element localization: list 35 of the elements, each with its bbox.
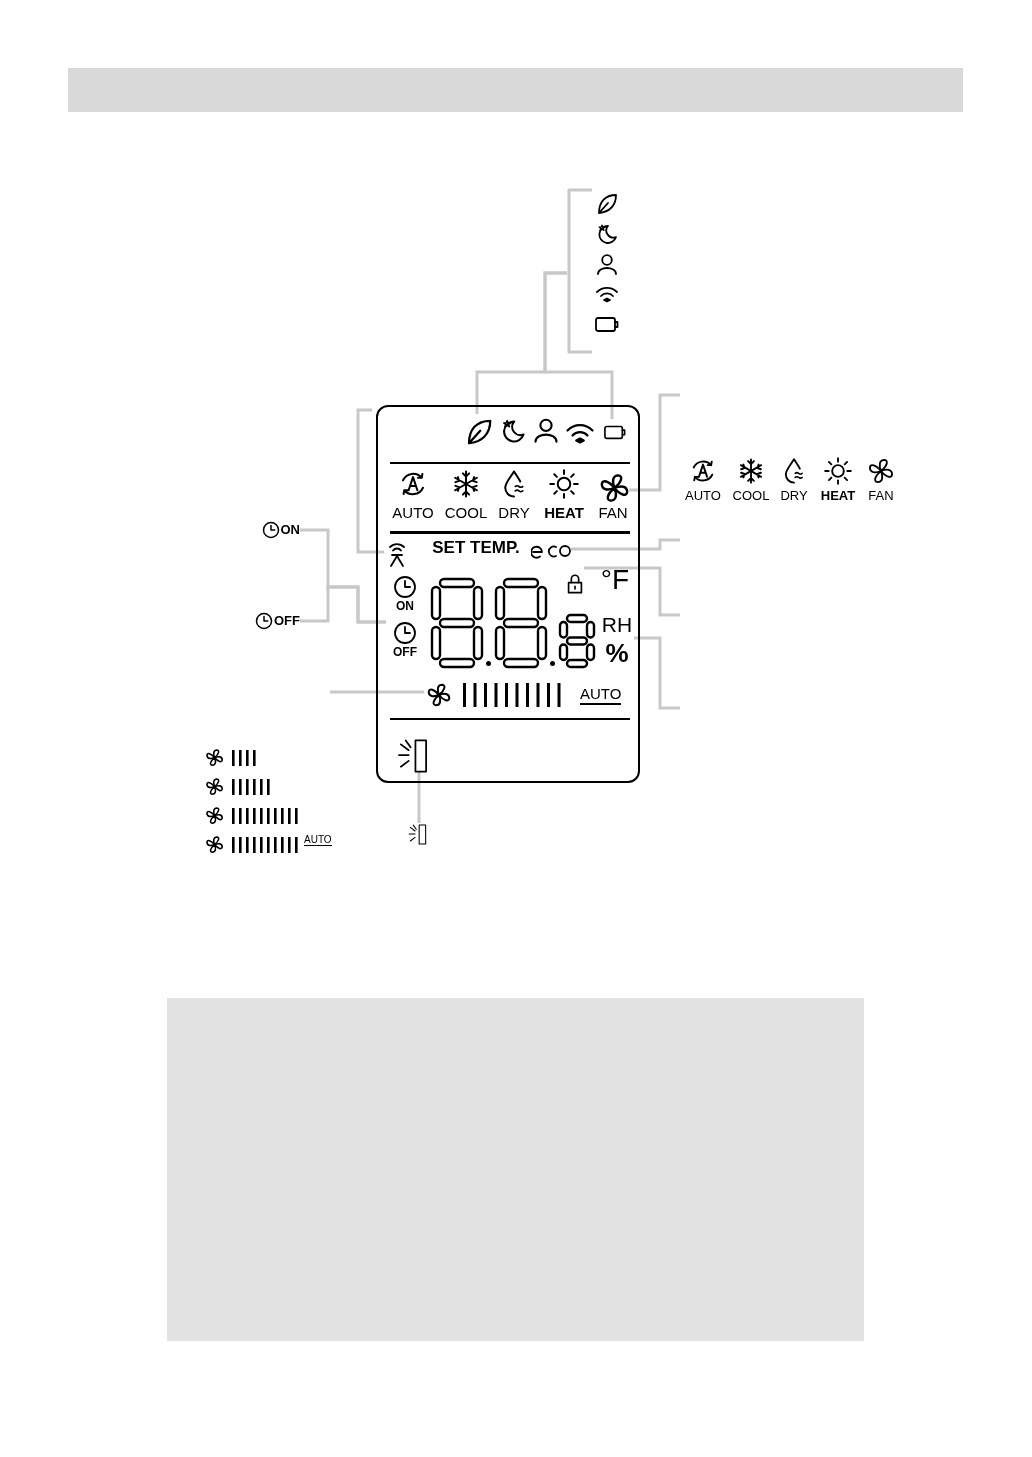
- auto-fan-text: AUTO: [304, 835, 332, 846]
- leader-line: [629, 393, 680, 492]
- signal-icon: [386, 540, 408, 568]
- mode-label: FAN: [597, 505, 629, 520]
- leader-line: [584, 566, 680, 617]
- timer-on-text: ON: [396, 599, 414, 613]
- mode-label: AUTO: [391, 505, 435, 520]
- light-bar-icon: [408, 823, 428, 846]
- mode-label: DRY: [497, 505, 531, 520]
- auto-fan-text: AUTO: [580, 685, 622, 705]
- set-temp-text: SET TEMP.: [431, 539, 521, 556]
- mode-label: FAN: [867, 489, 895, 502]
- eco-icon: [531, 542, 573, 560]
- mode-label: AUTO: [684, 489, 722, 502]
- leader-line: [300, 585, 386, 624]
- leader-line: [543, 271, 614, 419]
- leader-line: [634, 636, 680, 710]
- mode-label: COOL: [731, 489, 771, 502]
- timer-label: OFF: [274, 612, 300, 631]
- mode-label: DRY: [779, 489, 809, 502]
- leader-line: [330, 690, 424, 694]
- percent-sign: %: [605, 638, 629, 668]
- humidity-unit-text: RH: [601, 612, 633, 638]
- light-bar-icon: [397, 738, 430, 774]
- timer-label: ON: [280, 521, 300, 540]
- leader-line: [356, 408, 384, 554]
- mode-label: COOL: [443, 505, 489, 520]
- mode-label: HEAT: [819, 489, 857, 502]
- fahrenheit-unit-text: °F: [599, 566, 631, 594]
- fan-icon: [598, 472, 631, 504]
- lcd-screen: [376, 405, 640, 783]
- mode-label: HEAT: [543, 505, 585, 520]
- leader-line: [571, 538, 680, 551]
- leader-line: [417, 772, 421, 823]
- timer-off-text: OFF: [393, 645, 417, 659]
